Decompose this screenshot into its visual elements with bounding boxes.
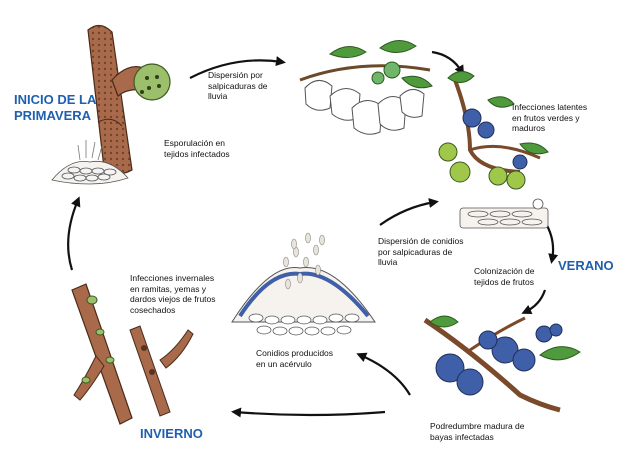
caption-conidia-dispersal: Dispersión de conidios por salpicaduras … (378, 236, 464, 267)
ripe-rot-berries (423, 315, 581, 413)
season-label-spring: INICIO DE LA PRIMAVERA (14, 92, 97, 123)
caption-sporulation: Esporulación en tejidos infectados (164, 138, 230, 159)
arrow-winter-to-spring (67, 196, 81, 271)
caption-rain-splash-top: Dispersión por salpicaduras de lluvia (208, 70, 268, 101)
arrow-acervulus-to-latent (379, 198, 439, 226)
latent-infection-tissue (459, 198, 549, 229)
fruit-cluster-latent (438, 71, 549, 190)
caption-latent-infections: Infecciones latentes en frutos verdes y … (512, 102, 588, 133)
acervulus-illustration (231, 232, 376, 336)
arrow-spring-to-flower (189, 56, 286, 79)
arrow-colonization-to-rot (521, 289, 547, 314)
caption-ripe-rot: Podredumbre madura de bayas infectadas (430, 421, 525, 442)
blueberry-flowers (299, 40, 433, 135)
caption-fruit-colonization: Colonización de tejidos de frutos (474, 266, 535, 287)
sporulation-tissue (51, 140, 129, 185)
spring-infected-twig (87, 24, 171, 175)
caption-winter-infections: Infecciones invernales en ramitas, yemas… (130, 273, 216, 315)
caption-acervulus: Conidios producidos en un acérvulo (256, 348, 334, 369)
arrow-rot-to-winter (231, 407, 386, 418)
arrow-rot-to-acervulus (356, 352, 411, 396)
arrow-flower-to-fruit (431, 50, 465, 76)
season-label-winter: INVIERNO (140, 426, 203, 441)
winter-twigs (71, 283, 194, 425)
season-label-summer: VERANO (558, 258, 614, 273)
